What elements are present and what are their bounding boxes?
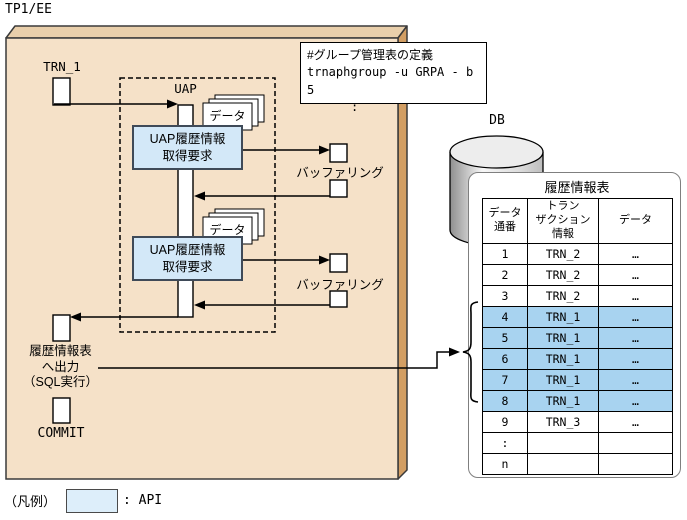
arrowhead-trn1-to-uap — [167, 99, 178, 109]
tp1ee-box-top-face — [5, 25, 408, 39]
cell-seq: : — [482, 432, 528, 454]
arrowhead-buffer-to-uap-1 — [194, 191, 205, 201]
cell-trn: TRN_3 — [527, 411, 599, 433]
cell-seq: 6 — [482, 348, 528, 370]
uap-history-request-box-1-line1: UAP履歴情報 — [149, 132, 226, 147]
col-header-trn: トラン ザクション 情報 — [527, 198, 599, 244]
legend-label: （凡例） — [4, 494, 57, 509]
cell-data: … — [598, 243, 673, 265]
uap-history-request-box-2-line1: UAP履歴情報 — [149, 243, 226, 258]
cell-data: … — [598, 390, 673, 412]
legend-api-swatch — [66, 489, 118, 513]
uap-dashed-boundary — [119, 77, 276, 333]
table-row: 1 TRN_2 … — [482, 243, 673, 265]
group-definition-note: #グループ管理表の定義 trnaphgroup -u GRPA - b 5 : — [300, 42, 487, 114]
legend-api-label: : API — [123, 493, 163, 508]
group-definition-title: #グループ管理表の定義 — [307, 48, 433, 62]
arrowhead-buffer-to-uap-2 — [194, 300, 205, 310]
group-definition-command: trnaphgroup -u GRPA - b 5 — [307, 65, 474, 97]
col-header-data: データ — [598, 198, 673, 244]
cell-data: … — [598, 348, 673, 370]
cell-trn — [527, 453, 599, 475]
uap-history-request-box-1-line2: 取得要求 — [162, 148, 213, 163]
db-label: DB — [489, 113, 505, 128]
data-papers-top-icon — [202, 94, 265, 131]
cell-trn — [527, 432, 599, 454]
cell-trn: TRN_1 — [527, 327, 599, 349]
cell-trn: TRN_2 — [527, 285, 599, 307]
history-table-title: 履歴情報表 — [544, 180, 610, 195]
tp1ee-title: TP1/EE — [5, 2, 52, 17]
cell-seq: 1 — [482, 243, 528, 265]
cell-seq: 2 — [482, 264, 528, 286]
history-table-header-row: データ 通番 トラン ザクション 情報 データ — [482, 198, 673, 244]
cell-trn: TRN_2 — [527, 243, 599, 265]
output-label-line1: 履歴情報表 — [29, 344, 92, 358]
output-label-line2: へ出力 — [41, 359, 80, 374]
cell-seq: 4 — [482, 306, 528, 328]
table-row: 9 TRN_3 … — [482, 411, 673, 433]
cell-seq: n — [482, 453, 528, 475]
buffer-square-2 — [329, 179, 348, 198]
cell-trn: TRN_1 — [527, 348, 599, 370]
buffer-square-4 — [329, 290, 348, 308]
commit-label: COMMIT — [37, 426, 85, 441]
group-definition-continuation: : — [351, 100, 359, 115]
col-header-seq: データ 通番 — [482, 198, 528, 244]
history-table: データ 通番 トラン ザクション 情報 データ 1 TRN_2 … 2 TRN_… — [482, 198, 673, 475]
table-row: 3 TRN_2 … — [482, 285, 673, 307]
buffer-square-1 — [329, 143, 348, 163]
output-step-rect — [52, 314, 71, 342]
table-row: 6 TRN_1 … — [482, 348, 673, 370]
table-row: 2 TRN_2 … — [482, 264, 673, 286]
output-label-line3: （SQL実行） — [22, 375, 98, 390]
table-row: 4 TRN_1 … — [482, 306, 673, 328]
cell-data: … — [598, 306, 673, 328]
cell-trn: TRN_2 — [527, 264, 599, 286]
buffer-square-3 — [329, 253, 348, 273]
cell-data — [598, 432, 673, 454]
uap-history-request-box-1: UAP履歴情報 取得要求 — [132, 125, 243, 170]
data-papers-top-label: データ — [209, 109, 246, 123]
arrowhead-request1-to-buffer — [319, 145, 330, 155]
cell-seq: 7 — [482, 369, 528, 391]
buffering-label-2: バッファリング — [296, 278, 384, 292]
cell-data: … — [598, 411, 673, 433]
cell-trn: TRN_1 — [527, 390, 599, 412]
table-row: 8 TRN_1 … — [482, 390, 673, 412]
table-row: n — [482, 453, 673, 475]
trn1-step-rect — [52, 77, 71, 106]
uap-history-request-box-2-line2: 取得要求 — [162, 259, 213, 274]
cell-seq: 8 — [482, 390, 528, 412]
cell-trn: TRN_1 — [527, 369, 599, 391]
trn1-label: TRN_1 — [43, 59, 81, 74]
cell-data: … — [598, 285, 673, 307]
uap-label: UAP — [174, 81, 197, 96]
cell-data: … — [598, 327, 673, 349]
table-row: 7 TRN_1 … — [482, 369, 673, 391]
arrowhead-request2-to-buffer — [319, 255, 330, 265]
cell-data: … — [598, 369, 673, 391]
cell-seq: 9 — [482, 411, 528, 433]
cell-data: … — [598, 264, 673, 286]
data-papers-bottom-label: データ — [209, 223, 246, 237]
cell-seq: 5 — [482, 327, 528, 349]
table-row: 5 TRN_1 … — [482, 327, 673, 349]
table-row: : — [482, 432, 673, 454]
cell-data — [598, 453, 673, 475]
cell-seq: 3 — [482, 285, 528, 307]
arrowhead-uap-to-output — [70, 312, 81, 322]
output-to-history-label: 履歴情報表 へ出力 （SQL実行） — [10, 344, 111, 391]
commit-step-rect — [52, 397, 71, 424]
cell-trn: TRN_1 — [527, 306, 599, 328]
buffering-label-1: バッファリング — [296, 166, 384, 180]
uap-history-request-box-2: UAP履歴情報 取得要求 — [132, 236, 243, 281]
